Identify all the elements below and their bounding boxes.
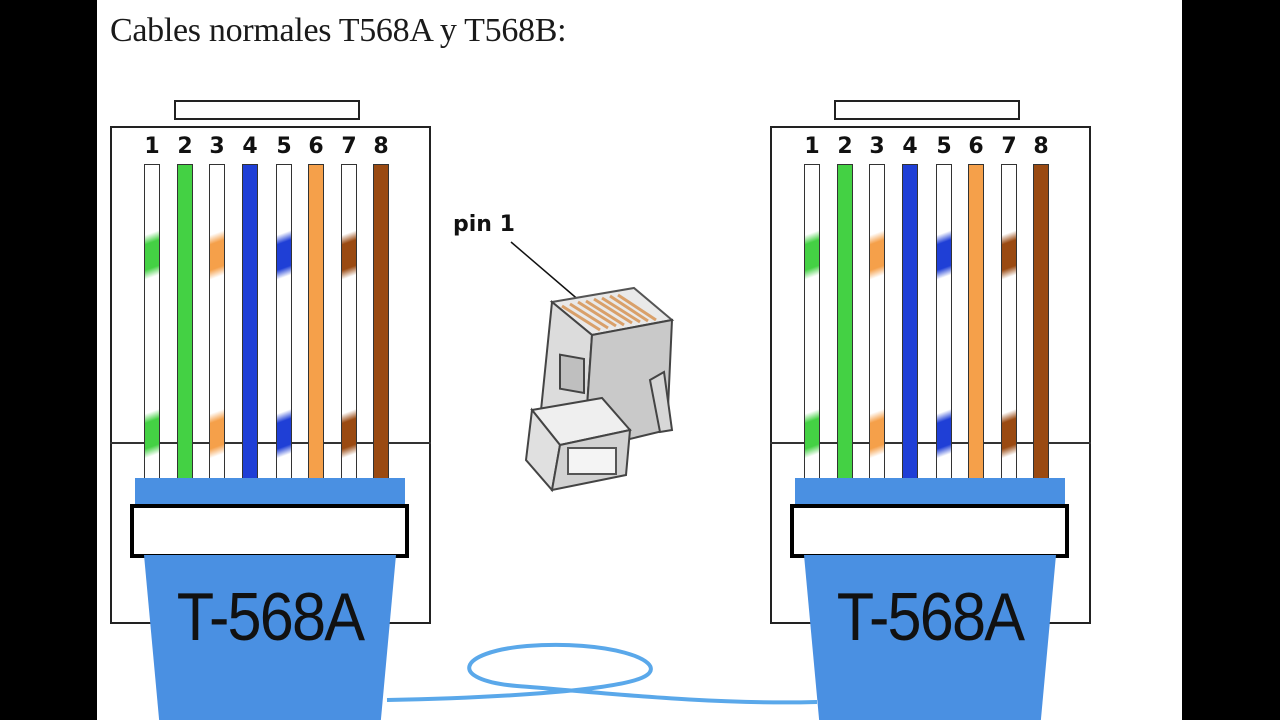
connector-latch-tab [174, 100, 360, 120]
rj45-plug-icon [524, 286, 675, 493]
pin-number-8: 8 [373, 134, 389, 159]
pin-number-3: 3 [869, 134, 885, 159]
connector-latch-tab [834, 100, 1020, 120]
wire-green-white [804, 164, 820, 480]
pin-1-label: pin 1 [453, 212, 515, 237]
pin-number-2: 2 [177, 134, 193, 159]
wire-blue [242, 164, 258, 480]
pin-1-pointer-line [510, 241, 582, 303]
boot-body [804, 555, 1056, 720]
boot-band [790, 504, 1069, 558]
wire-green [177, 164, 193, 480]
wire-brown [1033, 164, 1049, 480]
page-title: Cables normales T568A y T568B: [110, 12, 567, 49]
standard-label: T-568A [176, 579, 365, 655]
wire-orange-white [869, 164, 885, 480]
connector-divider [770, 442, 1091, 444]
wire-orange-white [209, 164, 225, 480]
wire-orange [308, 164, 324, 480]
wire-orange [968, 164, 984, 480]
wire-blue [902, 164, 918, 480]
wire-brown-white [1001, 164, 1017, 480]
boot-band [130, 504, 409, 558]
pin-number-7: 7 [341, 134, 357, 159]
boot-body [144, 555, 396, 720]
patch-cable [386, 642, 818, 705]
boot-top [135, 478, 405, 508]
pin-number-3: 3 [209, 134, 225, 159]
pin-number-6: 6 [968, 134, 984, 159]
wire-green [837, 164, 853, 480]
pin-number-4: 4 [902, 134, 918, 159]
wire-green-white [144, 164, 160, 480]
pin-number-5: 5 [936, 134, 952, 159]
boot-top [795, 478, 1065, 508]
pin-number-1: 1 [144, 134, 160, 159]
wire-blue-white [276, 164, 292, 480]
wire-blue-white [936, 164, 952, 480]
wire-brown [373, 164, 389, 480]
pin-number-7: 7 [1001, 134, 1017, 159]
pin-number-4: 4 [242, 134, 258, 159]
connector-divider [110, 442, 431, 444]
wire-brown-white [341, 164, 357, 480]
pin-number-2: 2 [837, 134, 853, 159]
pin-number-8: 8 [1033, 134, 1049, 159]
standard-label: T-568A [836, 579, 1025, 655]
pin-number-5: 5 [276, 134, 292, 159]
pin-number-6: 6 [308, 134, 324, 159]
pin-number-1: 1 [804, 134, 820, 159]
